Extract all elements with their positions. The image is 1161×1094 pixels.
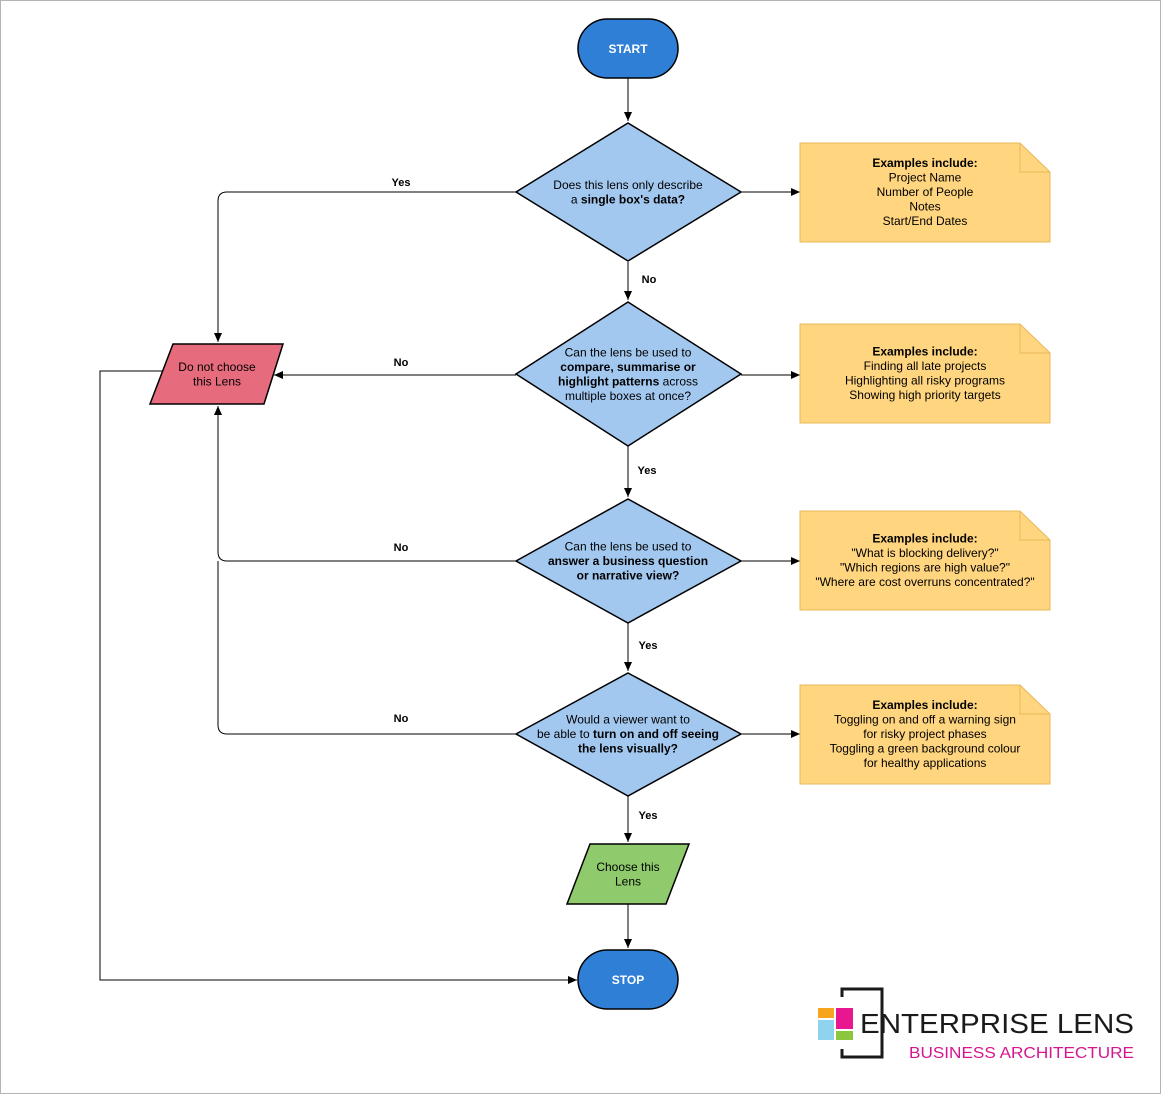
decision-line: highlight patterns across (558, 374, 698, 388)
note-item: Start/End Dates (883, 214, 968, 228)
note-item: Toggling a green background colour (830, 742, 1021, 756)
decision-line: Would a viewer want to (566, 713, 690, 727)
note-item: Showing high priority targets (849, 388, 1000, 402)
note-item: "Which regions are high value?" (840, 560, 1010, 574)
note-compare-text: Examples include:Finding all late projec… (845, 344, 1005, 402)
note-item: for healthy applications (864, 756, 987, 770)
start-label: START (608, 42, 648, 56)
reject-line: this Lens (193, 374, 241, 388)
decision-line: multiple boxes at once? (565, 389, 691, 403)
stop-terminal: STOP (577, 949, 679, 1010)
label-d2-yes: Yes (638, 465, 657, 477)
note-heading: Examples include: (872, 531, 977, 545)
edge-d3-no (214, 406, 516, 562)
note-item: Highlighting all risky programs (845, 373, 1005, 387)
stop-label: STOP (612, 973, 644, 987)
decision-line: Does this lens only describe (553, 178, 703, 192)
logo-subtitle: BUSINESS ARCHITECTURE (909, 1045, 1134, 1062)
decision-line: the lens visually? (578, 742, 678, 756)
enterprise-lens-logo: ENTERPRISE LENS BUSINESS ARCHITECTURE (818, 987, 1134, 1062)
label-d4-yes: Yes (639, 810, 658, 822)
connectors (99, 78, 800, 984)
label-d4-no: No (394, 713, 409, 725)
note-item: for risky project phases (863, 727, 986, 741)
edge-d4-no (217, 561, 516, 735)
note-item: Notes (909, 200, 940, 214)
note-item: "What is blocking delivery?" (851, 546, 998, 560)
decision-line: answer a business question (548, 554, 708, 568)
note-compare-examples: Examples include:Finding all late projec… (799, 323, 1051, 424)
note-business-question-examples: Examples include:"What is blocking deliv… (799, 510, 1051, 611)
logo-mark (818, 987, 884, 1059)
note-business-question-text: Examples include:"What is blocking deliv… (815, 531, 1034, 589)
label-d3-no: No (394, 542, 409, 554)
decision-line: a single box's data? (571, 192, 685, 206)
note-item: Finding all late projects (864, 359, 987, 373)
logo-title: ENTERPRISE LENS (860, 1008, 1134, 1039)
note-toggle-text: Examples include:Toggling on and off a w… (830, 698, 1021, 770)
label-d3-yes: Yes (639, 640, 658, 652)
label-d1-no: No (642, 274, 657, 286)
edge-reject-to-stop (99, 370, 577, 984)
label-d2-no: No (394, 357, 409, 369)
choose-line: Lens (615, 874, 641, 888)
decision-line: Can the lens be used to (565, 345, 692, 359)
decision-line: compare, summarise or (560, 360, 696, 374)
choose-line: Choose this (596, 860, 659, 874)
note-item: "Where are cost overruns concentrated?" (815, 575, 1034, 589)
decision-line: or narrative view? (577, 569, 680, 583)
note-item: Number of People (877, 185, 974, 199)
edge-d1-yes (214, 191, 516, 342)
note-heading: Examples include: (872, 698, 977, 712)
note-heading: Examples include: (872, 344, 977, 358)
note-heading: Examples include: (872, 156, 977, 170)
note-item: Toggling on and off a warning sign (834, 713, 1016, 727)
decision-line: Can the lens be used to (565, 540, 692, 554)
note-toggle-examples: Examples include:Toggling on and off a w… (799, 684, 1051, 785)
decision-line: be able to turn on and off seeing (537, 727, 719, 741)
reject-line: Do not choose (178, 360, 256, 374)
label-d1-yes: Yes (392, 177, 411, 189)
note-item: Project Name (889, 171, 962, 185)
start-terminal: START (577, 18, 679, 79)
